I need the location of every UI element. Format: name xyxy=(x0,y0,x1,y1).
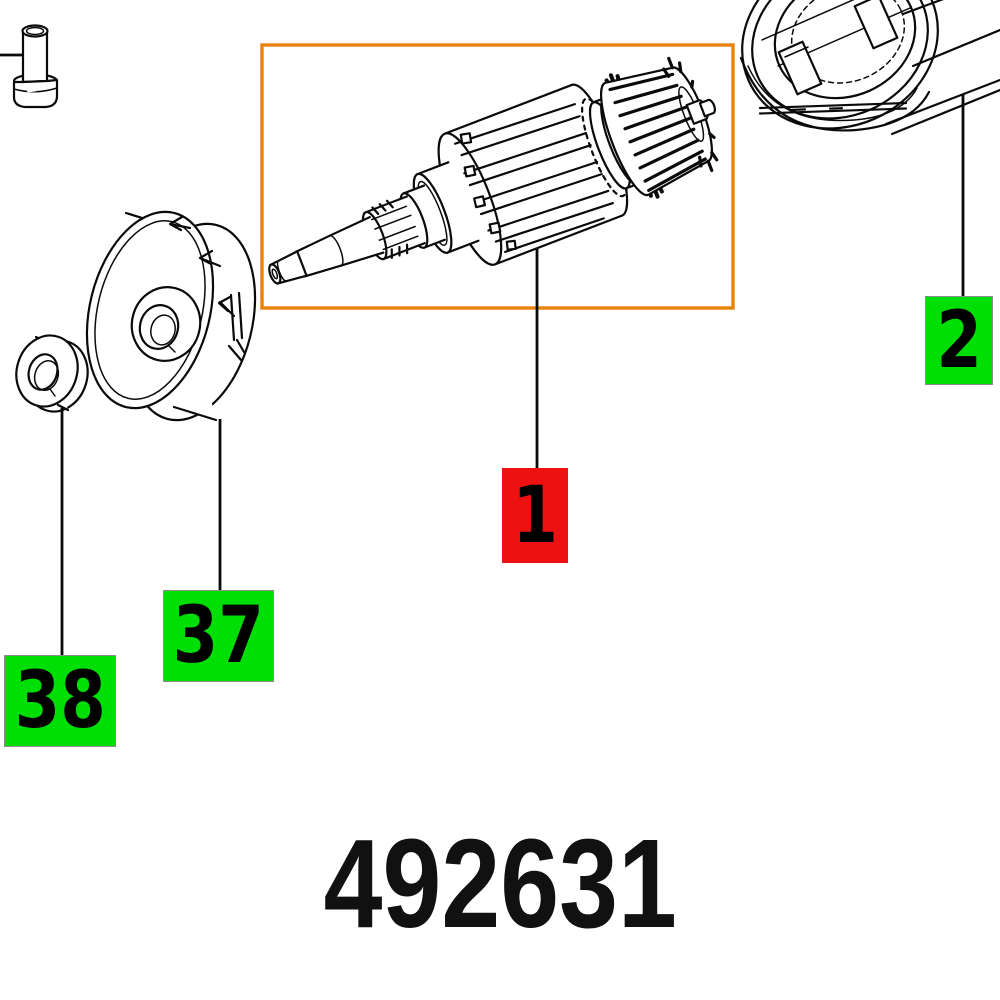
callout-motor-housing[interactable]: 2 xyxy=(925,296,993,385)
part-number-text: 492631 xyxy=(323,813,677,954)
motor-housing-drawing[interactable] xyxy=(714,0,1000,159)
callout-armature-number: 1 xyxy=(512,470,558,561)
callout-motor-housing-number: 2 xyxy=(936,295,982,386)
part-number: 492631 xyxy=(0,814,1000,954)
callout-washer[interactable]: 38 xyxy=(4,655,116,747)
callout-fan-number: 37 xyxy=(172,591,265,681)
callout-fan[interactable]: 37 xyxy=(163,590,274,682)
leader-lines xyxy=(0,53,965,663)
fan-drawing[interactable] xyxy=(68,198,275,433)
screw-drawing[interactable] xyxy=(12,24,59,109)
armature-drawing[interactable] xyxy=(246,40,740,341)
highlight-box xyxy=(260,43,735,310)
washer-drawing[interactable] xyxy=(7,327,96,419)
callout-armature[interactable]: 1 xyxy=(502,468,568,563)
callout-washer-number: 38 xyxy=(14,656,106,746)
